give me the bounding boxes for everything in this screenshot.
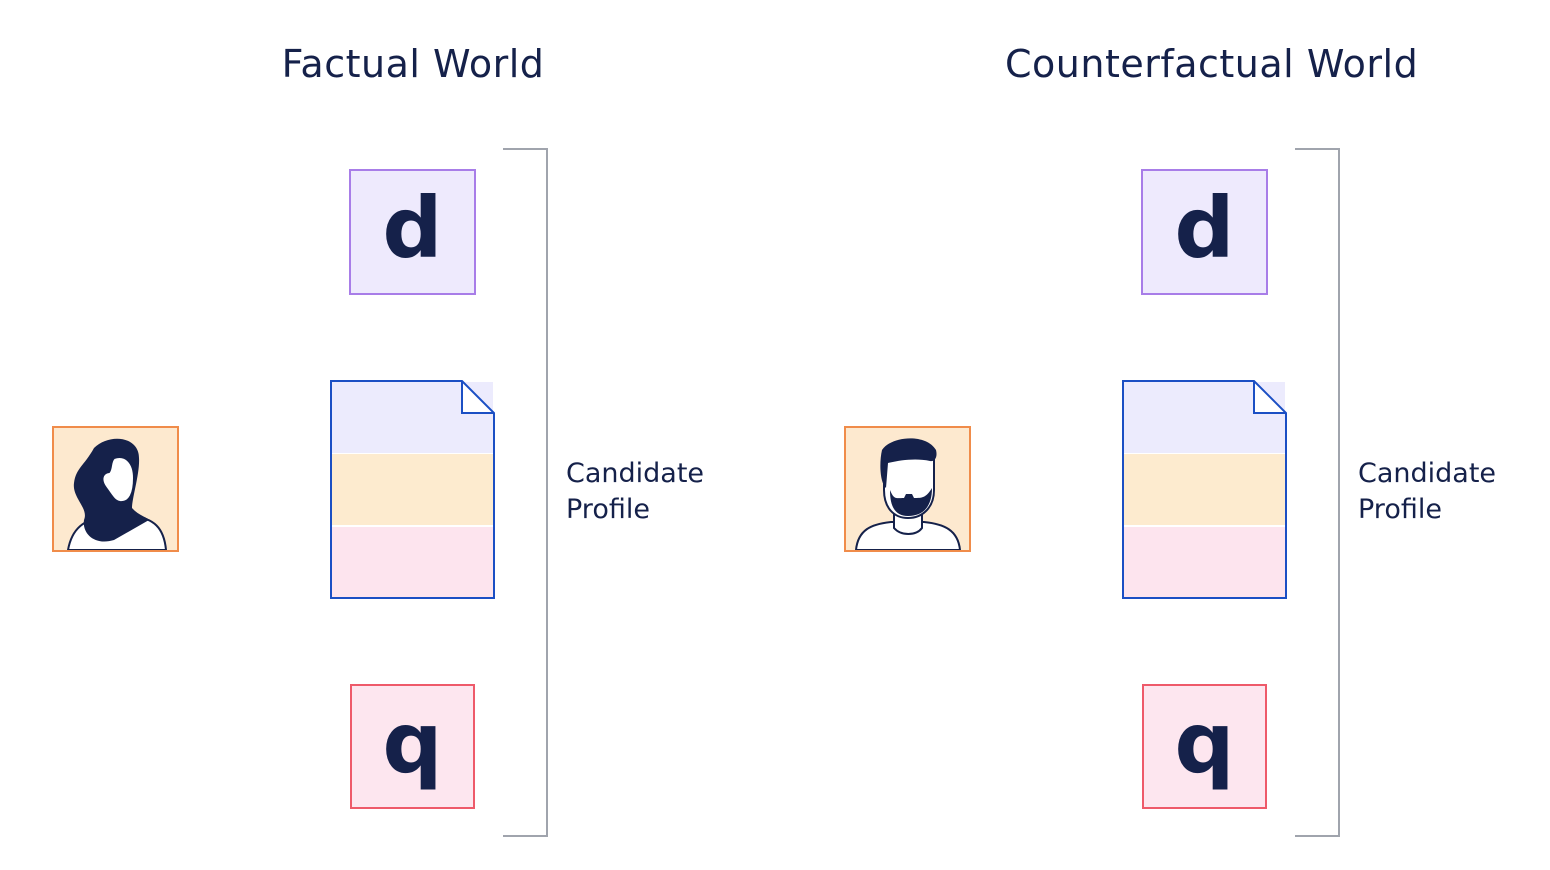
world-title: Factual World bbox=[281, 42, 545, 86]
q-label: q bbox=[1174, 693, 1235, 792]
man-avatar-icon bbox=[844, 426, 971, 552]
d-label: d bbox=[1174, 179, 1235, 277]
candidate-profile-document-icon bbox=[1122, 380, 1287, 600]
label-line-2: Profile bbox=[1358, 494, 1442, 525]
profile-bracket bbox=[503, 148, 548, 837]
factual-world: Factual World d q Candidate Profile bbox=[52, 42, 704, 837]
counterfactual-world: Counterfactual World d q Candidate Profi… bbox=[792, 0, 1550, 870]
d-box: d bbox=[349, 169, 476, 295]
label-line-1: Candidate bbox=[566, 458, 705, 489]
candidate-profile-document-icon bbox=[330, 380, 495, 600]
candidate-profile-label: Candidate Profile bbox=[566, 456, 704, 528]
candidate-profile-label: Candidate Profile bbox=[1358, 456, 1496, 528]
d-label: d bbox=[382, 179, 443, 277]
q-box: q bbox=[350, 684, 475, 809]
q-box: q bbox=[1142, 684, 1267, 809]
world-title: Counterfactual World bbox=[1005, 42, 1419, 86]
d-box: d bbox=[1141, 169, 1268, 295]
q-label: q bbox=[382, 693, 443, 792]
woman-avatar-icon bbox=[52, 426, 179, 552]
label-line-1: Candidate bbox=[1358, 458, 1497, 489]
label-line-2: Profile bbox=[566, 494, 650, 525]
profile-bracket bbox=[1295, 148, 1340, 837]
